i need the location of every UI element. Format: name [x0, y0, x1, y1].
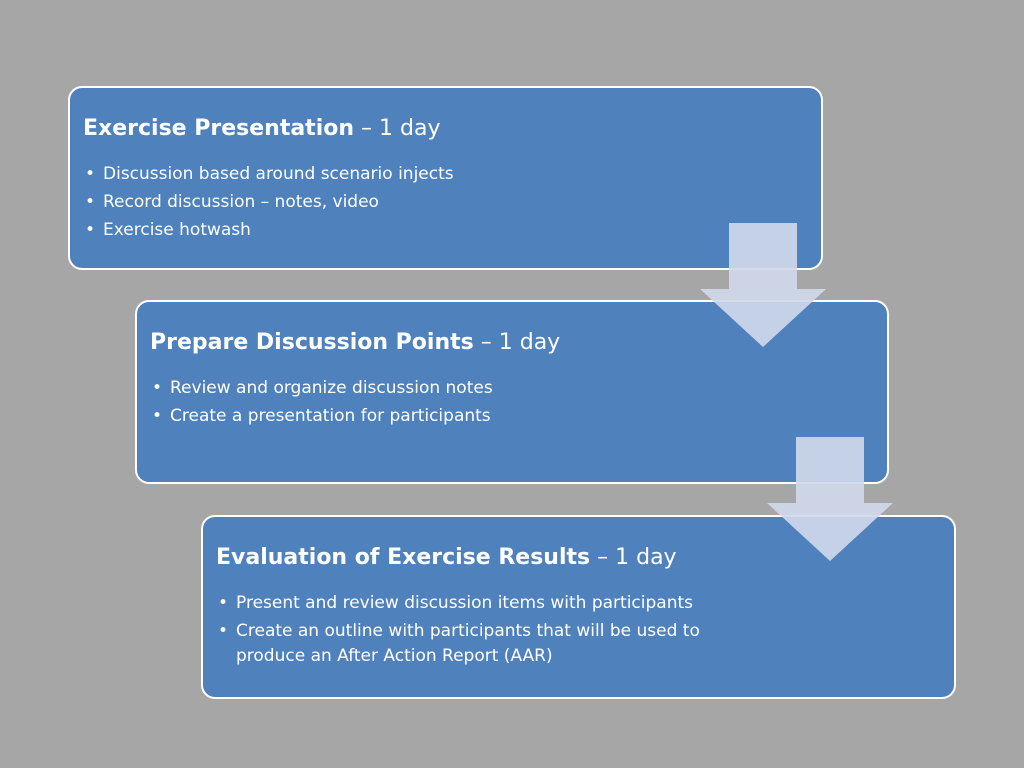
step-title-main: Exercise Presentation: [83, 116, 355, 141]
bullet-text: Create a presentation for participants: [170, 406, 491, 426]
bullet-text: Record discussion – notes, video: [103, 192, 379, 212]
bullet-icon: •: [85, 220, 96, 240]
bullet-icon: •: [152, 378, 163, 398]
step-duration: – 1 day: [361, 116, 441, 141]
step-title-main: Prepare Discussion Points: [150, 330, 474, 355]
step-duration: – 1 day: [480, 330, 561, 355]
bullet-icon: •: [85, 164, 96, 184]
step-title-main: Evaluation of Exercise Results: [216, 545, 591, 570]
bullet-text: Create an outline with participants that…: [236, 621, 700, 666]
step-title: Exercise Presentation – 1 day: [83, 114, 440, 144]
step-box-prepare-discussion-points: Prepare Discussion Points – 1 day • Revie…: [135, 300, 889, 484]
bullet-list: • Present and review discussion items wit…: [218, 591, 754, 672]
bullet-item: • Create an outline with participants tha…: [218, 619, 754, 669]
bullet-text: Present and review discussion items with…: [236, 593, 694, 613]
bullet-item: • Review and organize discussion notes: [152, 374, 847, 402]
bullet-item: • Present and review discussion items wit…: [218, 591, 754, 616]
bullet-list: • Discussion based around scenario inject…: [85, 160, 781, 244]
bullet-text: Exercise hotwash: [103, 220, 251, 240]
step-duration: – 1 day: [597, 545, 677, 570]
bullet-item: • Exercise hotwash: [85, 216, 781, 244]
bullet-icon: •: [85, 192, 96, 212]
step-box-exercise-presentation: Exercise Presentation – 1 day • Discussio…: [68, 86, 823, 270]
bullet-item: • Create a presentation for participants: [152, 402, 847, 430]
step-title: Prepare Discussion Points – 1 day: [150, 328, 560, 358]
bullet-icon: •: [218, 593, 229, 613]
bullet-icon: •: [218, 621, 229, 641]
step-title: Evaluation of Exercise Results – 1 day: [216, 543, 677, 573]
bullet-item: • Discussion based around scenario inject…: [85, 160, 781, 188]
bullet-text: Discussion based around scenario injects: [103, 164, 454, 184]
bullet-item: • Record discussion – notes, video: [85, 188, 781, 216]
bullet-icon: •: [152, 406, 163, 426]
bullet-text: Review and organize discussion notes: [170, 378, 493, 398]
down-arrow-icon: [700, 223, 826, 347]
bullet-list: • Review and organize discussion notes • C…: [152, 374, 847, 430]
down-arrow-icon: [767, 437, 893, 561]
